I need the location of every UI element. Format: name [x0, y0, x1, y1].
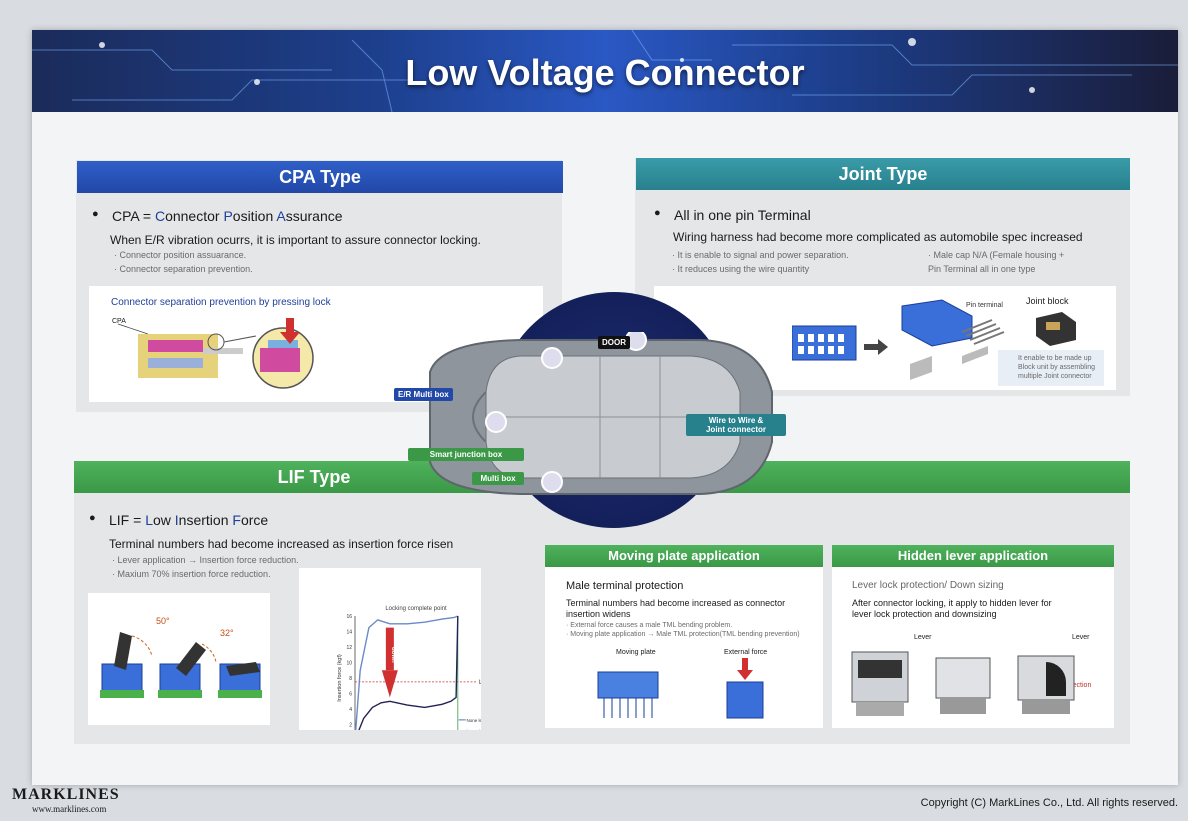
moving-plate-heading: Male terminal protection — [566, 580, 684, 592]
section-label: Section — [1068, 682, 1092, 689]
y-axis-label: Insertion force (kgf) — [337, 654, 343, 702]
lif-note-2: · Maxium 70% insertion force reduction. — [112, 569, 271, 579]
moving-plate-band: Moving plate application — [545, 545, 823, 567]
cpa-note-2: · Connector separation prevention. — [114, 264, 253, 274]
lif-note-1: · Lever application → Insertion force re… — [112, 555, 299, 565]
poster-board: Low Voltage Connector CPA Type CPA = Con… — [32, 30, 1178, 785]
smart-junction-box-tag: Smart junction box — [408, 448, 524, 461]
lif-heading: LIF = Low Insertion Force — [89, 512, 269, 528]
moving-plate-note-1: · External force causes a male TML bendi… — [566, 622, 733, 629]
moving-plate-note-2: · Moving plate application → Male TML pr… — [566, 631, 800, 638]
y-tick-label-3: 6 — [349, 692, 352, 698]
cpa-heading-c: C — [154, 208, 166, 224]
legend-label-1: Lever type — [467, 729, 481, 730]
moving-plate-box — [545, 545, 823, 728]
joint-note-4: Pin Terminal all in one type — [928, 264, 1036, 274]
joint-block-note-3: multiple Joint connector — [1018, 373, 1092, 380]
marklines-logo: MARKLINES — [12, 786, 120, 803]
cpa-note-1: · Connector position assuarance. — [114, 250, 247, 260]
cpa-heading-w2: osition — [232, 208, 277, 224]
cpa-heading-w1: onnector — [165, 208, 224, 224]
joint-heading: All in one pin Terminal — [654, 207, 811, 223]
hidden-lever-heading: Lever lock protection/ Down sizing — [852, 580, 1004, 591]
cpa-description: When E/R vibration ocurrs, it is importa… — [110, 233, 481, 247]
y-tick-label-2: 4 — [349, 707, 352, 713]
down-arrow-head — [381, 670, 398, 698]
joint-band: Joint Type — [636, 158, 1130, 190]
wire-to-wire-tag: Wire to Wire & Joint connector — [686, 414, 786, 436]
moving-plate-illustration — [597, 658, 764, 719]
joint-connector-illustration — [792, 299, 1005, 380]
poster-title: Low Voltage Connector — [405, 52, 805, 93]
lif-heading-prefix: LIF = — [109, 512, 146, 528]
lif-description: Terminal numbers had become increased as… — [109, 537, 454, 551]
moving-plate-label: Moving plate — [616, 649, 656, 656]
cpa-heading-a: A — [276, 208, 286, 224]
joint-block-note-box — [998, 350, 1104, 386]
moving-plate-desc-1: Terminal numbers had become increased as… — [566, 598, 786, 608]
hidden-lever-illustration — [851, 651, 1075, 716]
marklines-url: www.marklines.com — [32, 804, 107, 814]
external-force-label: External force — [724, 649, 768, 656]
joint-block-illustration — [1036, 312, 1076, 346]
joint-block-label: Joint block — [1026, 296, 1069, 306]
pin-terminal-label: Pin terminal — [966, 302, 1003, 309]
down-arrow-shaft — [385, 627, 394, 671]
lif-heading-w3: orce — [240, 512, 269, 528]
series-line-0 — [355, 615, 459, 730]
lif-heading-w1: ow — [152, 512, 175, 528]
angle-label-1: 50° — [156, 616, 170, 626]
y-tick-label-8: 16 — [346, 614, 352, 620]
chart-title: Locking complete point — [385, 606, 447, 612]
y-tick-label-5: 10 — [346, 661, 352, 667]
lif-heading-w2: nsertion — [178, 512, 233, 528]
hidden-lever-band: Hidden lever application — [832, 545, 1114, 567]
hero-banner: Low Voltage Connector — [32, 30, 1178, 112]
limit-label: Limit — [479, 680, 481, 686]
lif-lever-illustration — [100, 632, 262, 698]
hidden-lever-label-2: Lever — [1072, 634, 1090, 641]
hidden-lever-label-1: Lever — [914, 634, 932, 641]
copyright-text: Copyright (C) MarkLines Co., Ltd. All ri… — [920, 797, 1178, 809]
lif-heading-f: F — [232, 512, 241, 528]
moving-plate-desc-2: insertion widens — [566, 609, 631, 619]
y-tick-label-1: 2 — [349, 723, 352, 729]
cpa-heading-p: P — [223, 208, 233, 224]
cpa-box-title: Connector separation prevention by press… — [111, 297, 331, 308]
hidden-lever-desc-2: lever lock protection and downsizing — [852, 609, 997, 619]
joint-note-3: · Male cap N/A (Female housing + — [928, 250, 1065, 260]
cpa-heading: CPA = Connector Position Assurance — [92, 208, 343, 224]
joint-note-1: · It is enable to signal and power separ… — [672, 250, 849, 260]
wire-to-wire-line-2: Joint connector — [705, 425, 766, 434]
door-tag: DOOR — [598, 336, 630, 349]
cpa-label: CPA — [112, 318, 126, 325]
lif-heading-l: L — [145, 512, 153, 528]
lif-band-label: LIF Type — [277, 467, 351, 487]
angle-label-2: 32° — [220, 628, 234, 638]
joint-block-note-1: It enable to be made up — [1018, 355, 1092, 362]
series-line-1 — [358, 615, 459, 730]
er-multi-box-tag: E/R Multi box — [394, 388, 453, 401]
insertion-force-chart: 012345670246810121416LimitdownLocking co… — [337, 606, 481, 730]
cpa-heading-prefix: CPA = — [112, 208, 155, 224]
y-tick-label-4: 8 — [349, 676, 352, 682]
legend-label-0: None lever type — [467, 718, 481, 723]
joint-description: Wiring harness had become more complicat… — [673, 230, 1083, 244]
lif-heading-i: I — [174, 512, 179, 528]
down-arrow-label: down — [390, 647, 396, 663]
multi-box-tag: Multi box — [472, 472, 524, 485]
cpa-band: CPA Type — [77, 161, 563, 193]
cpa-heading-w3: ssurance — [285, 208, 343, 224]
cpa-connector-illustration — [117, 318, 314, 389]
joint-note-2: · It reduces using the wire quantity — [672, 264, 810, 274]
joint-block-note-2: Block unit by assembling — [1018, 364, 1096, 371]
hidden-lever-desc-1: After connector locking, it apply to hid… — [852, 598, 1052, 608]
y-tick-label-6: 12 — [346, 645, 352, 651]
y-tick-label-7: 14 — [346, 630, 352, 636]
circuit-pattern — [32, 30, 1178, 112]
wire-to-wire-line-1: Wire to Wire & — [708, 416, 764, 425]
